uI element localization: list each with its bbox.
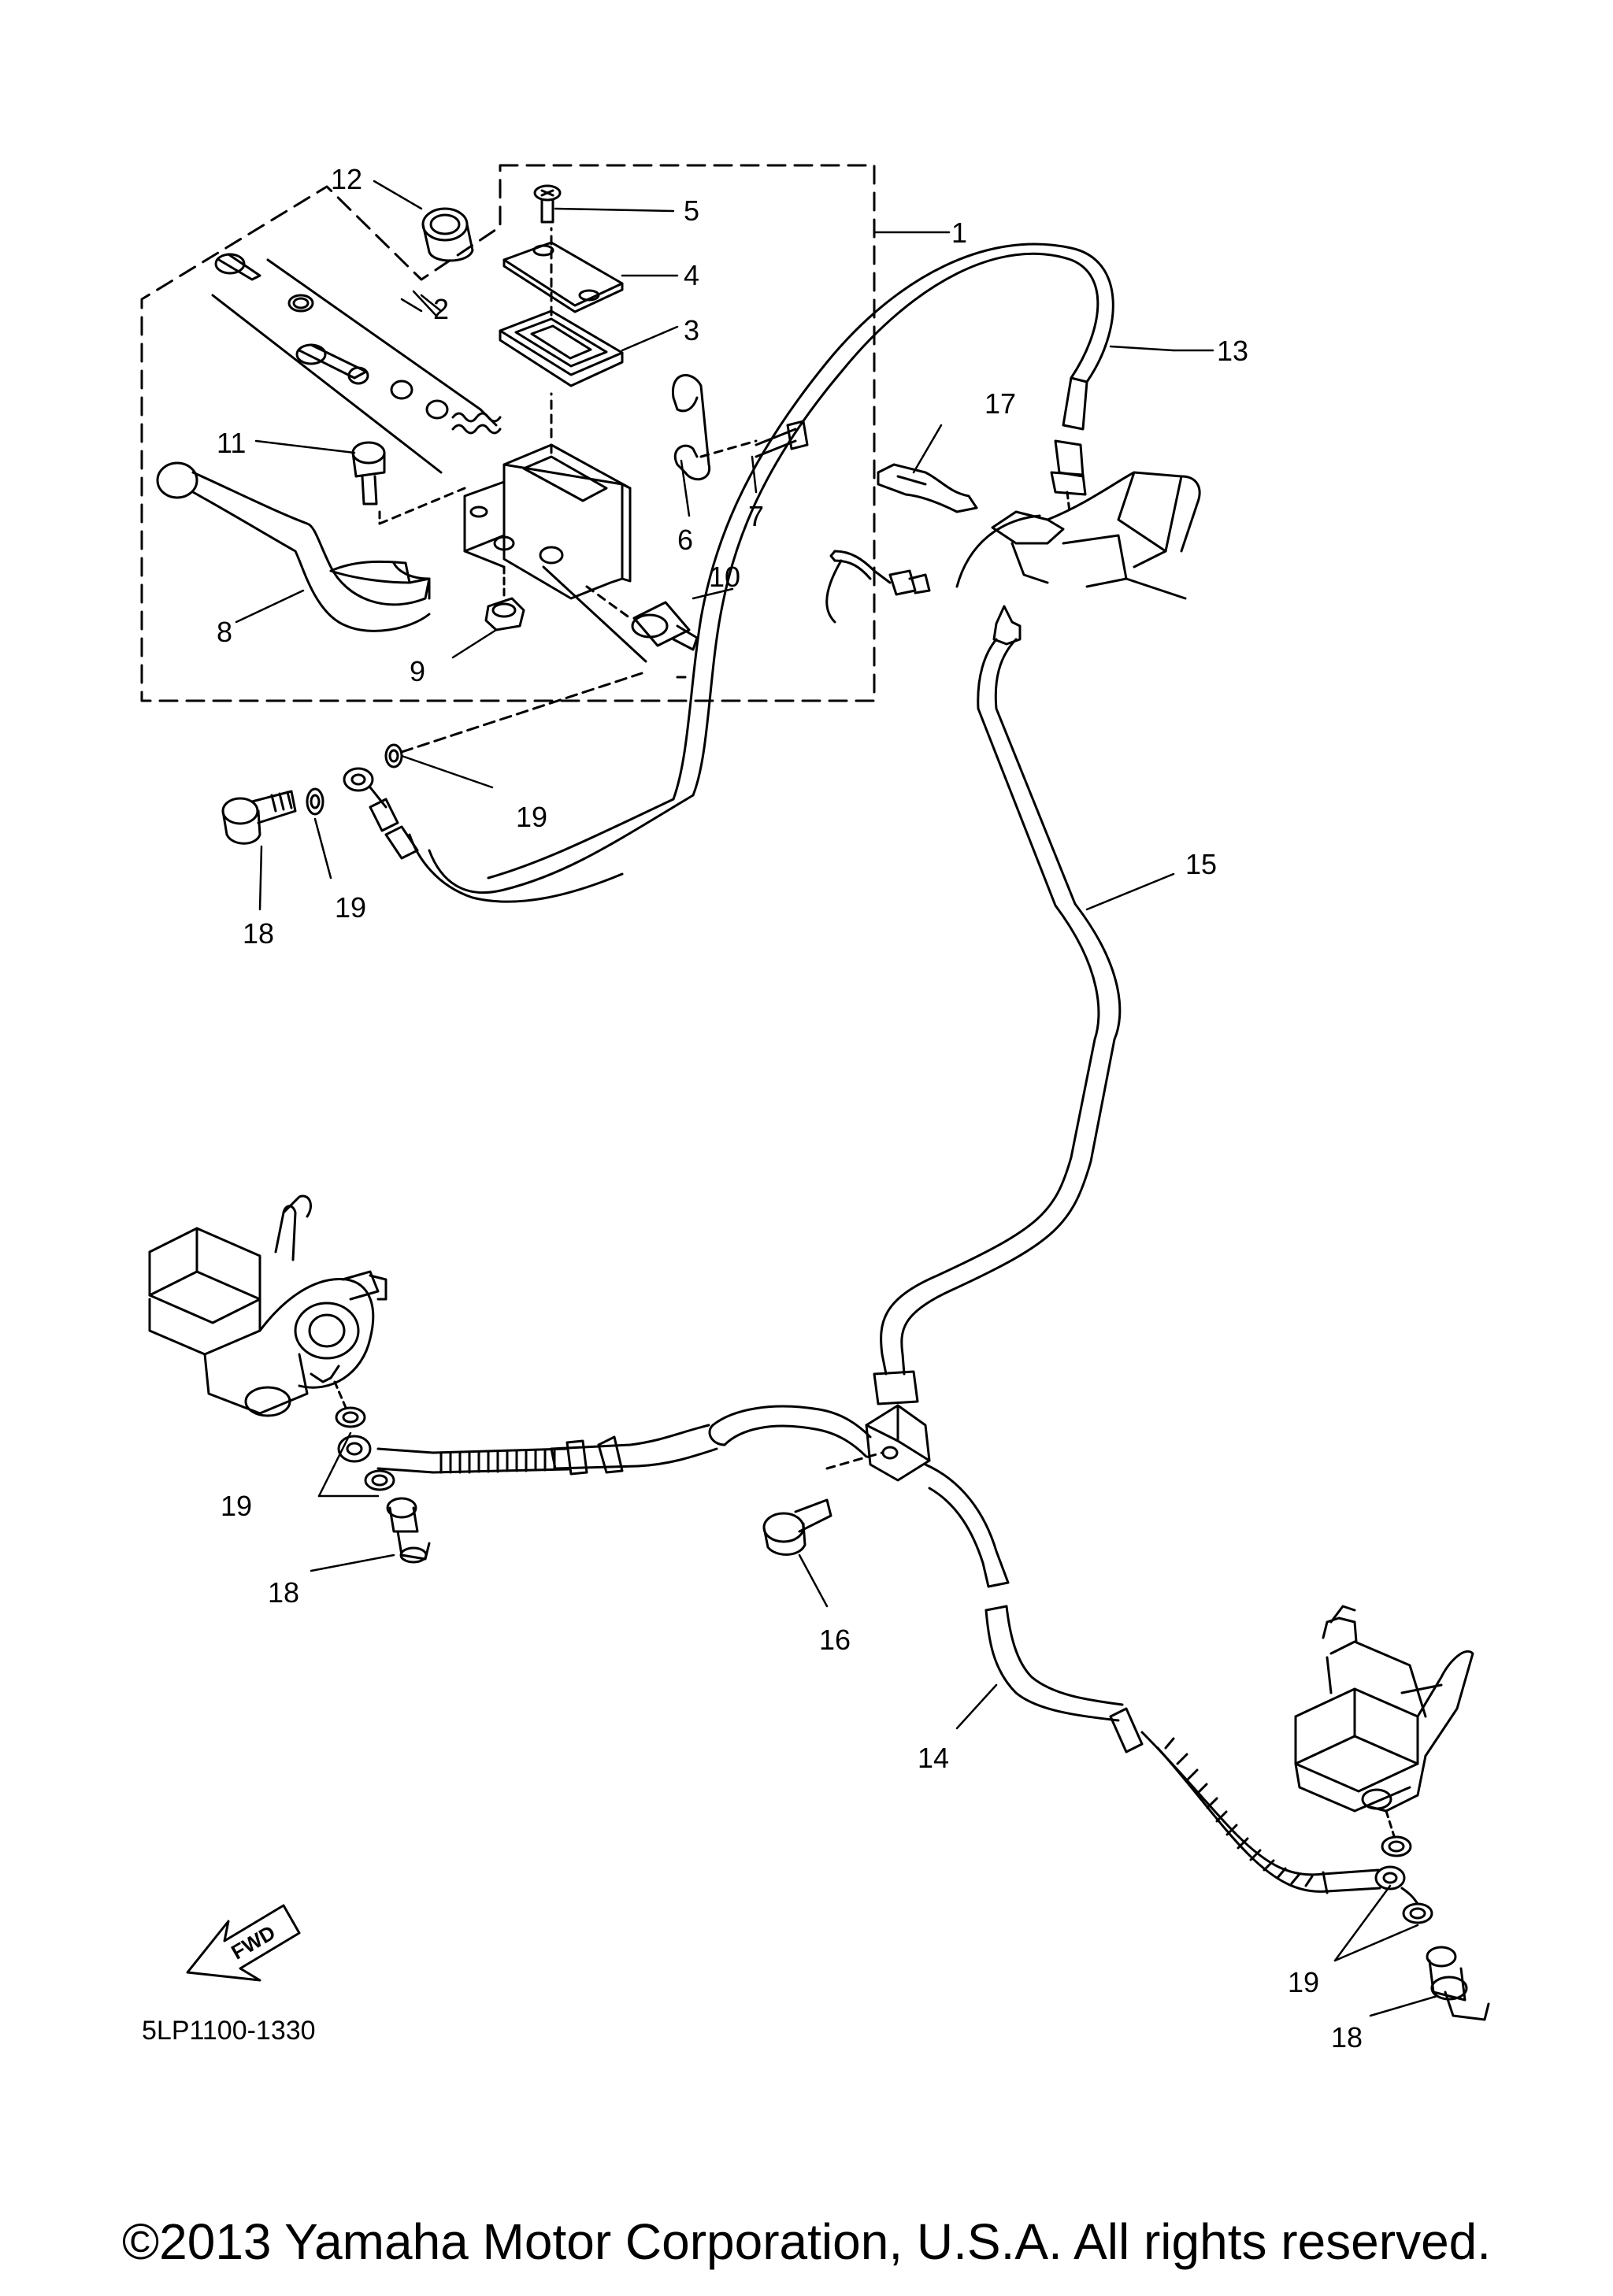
callout-3: 3 bbox=[684, 314, 699, 346]
leader-lines bbox=[235, 180, 1439, 2017]
brake-hose-14 bbox=[550, 1405, 1124, 1722]
callout-12: 12 bbox=[331, 163, 362, 195]
callout-19-upper: 19 bbox=[516, 801, 547, 833]
callout-2: 2 bbox=[433, 293, 449, 325]
callout-19-upper-lower: 19 bbox=[335, 891, 366, 924]
callout-18-upper: 18 bbox=[243, 917, 274, 950]
callout-labels: 1 2 3 4 5 6 7 8 9 10 11 12 13 14 15 16 1… bbox=[217, 163, 1363, 2053]
brake-hose-13 bbox=[343, 243, 1114, 903]
brake-switch bbox=[542, 565, 699, 663]
cover bbox=[421, 207, 474, 262]
fwd-arrow bbox=[186, 1904, 301, 1982]
brake-pipe bbox=[873, 605, 1122, 1405]
callout-10: 10 bbox=[709, 561, 740, 593]
reservoir-cap bbox=[502, 241, 624, 313]
callout-19-right: 19 bbox=[1288, 1966, 1319, 1998]
holder bbox=[671, 374, 758, 481]
callout-11: 11 bbox=[217, 427, 246, 459]
diagram-code: 5LP1100-1330 bbox=[142, 2016, 316, 2046]
brake-lever bbox=[156, 461, 431, 632]
piston-kit bbox=[211, 253, 502, 474]
left-hose-fitting bbox=[333, 1380, 624, 1491]
callout-9: 9 bbox=[410, 655, 425, 687]
callout-8: 8 bbox=[217, 616, 232, 648]
upper-union-bolt bbox=[221, 672, 643, 845]
right-union-bolt bbox=[1426, 1946, 1490, 2021]
fwd-label: FWD bbox=[227, 1920, 279, 1965]
callout-5: 5 bbox=[684, 194, 699, 227]
left-union-bolt bbox=[386, 1497, 431, 1564]
callout-14: 14 bbox=[918, 1742, 949, 1774]
callout-19-left: 19 bbox=[221, 1490, 252, 1522]
copyright-notice: ©2013 Yamaha Motor Corporation, U.S.A. A… bbox=[121, 2213, 1492, 2270]
three-way-joint bbox=[825, 1404, 931, 1482]
union-bolt-16 bbox=[762, 1498, 832, 1556]
callout-1: 1 bbox=[951, 217, 967, 249]
right-hose-fitting bbox=[1109, 1707, 1433, 1924]
left-brake-caliper bbox=[148, 1194, 387, 1417]
diaphragm bbox=[499, 309, 624, 387]
nut bbox=[484, 565, 525, 631]
callout-17: 17 bbox=[984, 387, 1016, 420]
callout-16: 16 bbox=[819, 1624, 851, 1656]
callout-15: 15 bbox=[1185, 848, 1217, 880]
lever-bolt bbox=[351, 441, 466, 525]
callout-4: 4 bbox=[684, 259, 699, 291]
callout-18-right: 18 bbox=[1331, 2021, 1363, 2053]
callout-18-left: 18 bbox=[268, 1576, 299, 1609]
callout-13: 13 bbox=[1217, 335, 1248, 367]
clamp bbox=[877, 463, 978, 513]
frame-section bbox=[955, 471, 1201, 600]
callout-6: 6 bbox=[677, 524, 693, 556]
right-brake-caliper bbox=[1294, 1605, 1474, 1813]
master-cylinder-body bbox=[463, 227, 632, 600]
cap-screw bbox=[533, 184, 562, 224]
switch-wire bbox=[825, 550, 931, 624]
master-cylinder-assembly-boundary bbox=[140, 164, 876, 702]
callout-7: 7 bbox=[748, 500, 764, 532]
